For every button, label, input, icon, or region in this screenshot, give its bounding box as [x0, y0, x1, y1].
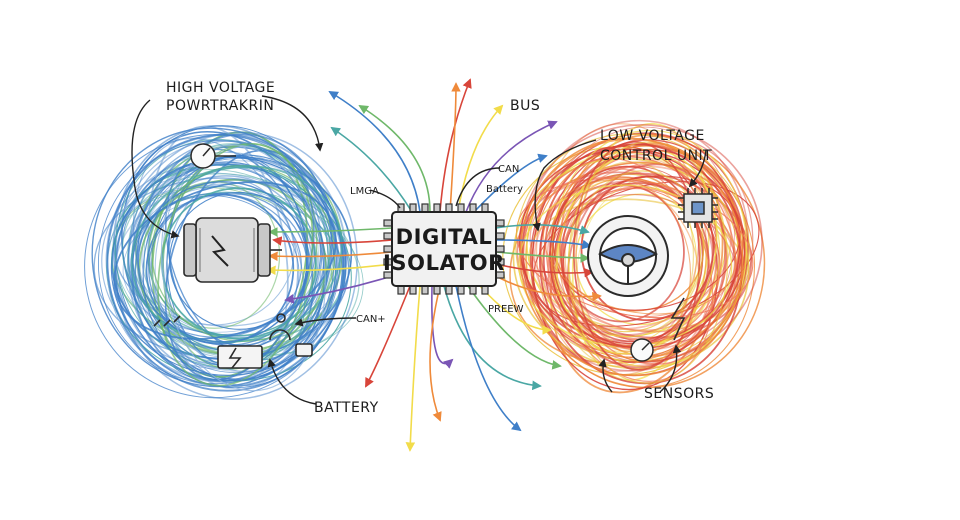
scribble-stroke	[142, 154, 339, 382]
scribble-stroke	[113, 181, 337, 340]
scribble-stroke	[128, 140, 323, 366]
low-voltage-label-line2: CONTROL UNIT	[600, 148, 712, 164]
sensors-label: SENSORS	[644, 386, 714, 402]
chip-pin	[495, 232, 505, 240]
signal-wire	[495, 251, 590, 263]
gauge-icon	[630, 338, 654, 362]
chip-pin	[409, 285, 417, 295]
signal-wire	[455, 285, 522, 432]
chip-pin	[495, 219, 505, 227]
scribble-stroke	[552, 149, 741, 349]
chip-pin	[421, 203, 429, 213]
high-voltage-label-line2: POWRTRAKRIN	[166, 98, 274, 114]
chip-pin	[397, 203, 405, 213]
lmga-label: LMGA	[350, 186, 379, 197]
preew-label: PREEW	[488, 304, 524, 315]
chip-pin	[383, 232, 393, 240]
can-plus-label: CAN+	[356, 314, 386, 325]
signal-wire	[284, 275, 393, 304]
isolator-label-line2: ISOLATOR	[383, 251, 505, 275]
digital-isolator-chip: DIGITAL ISOLATOR	[383, 203, 505, 295]
signal-wire	[495, 275, 602, 302]
signal-wire-bundle	[266, 78, 602, 452]
lightning-bolt-icon	[670, 297, 686, 341]
battery-label: BATTERY	[314, 400, 379, 416]
signal-wire	[449, 82, 461, 213]
battery-bolt-icon	[153, 313, 313, 369]
signal-wire	[439, 78, 472, 213]
signal-wire	[467, 285, 562, 370]
chip-pin	[481, 285, 489, 295]
scribble-stroke	[91, 127, 338, 388]
isolator-label-line1: DIGITAL	[396, 225, 493, 249]
scribble-stroke	[562, 182, 710, 343]
low-voltage-scribble-cloud	[502, 119, 766, 394]
chip-pin	[457, 285, 465, 295]
callout-leaders	[131, 95, 707, 405]
signal-wire	[405, 285, 421, 452]
signal-wire	[429, 285, 442, 422]
chip-pin	[433, 285, 441, 295]
signal-wire	[365, 285, 411, 388]
signal-wire	[431, 285, 454, 369]
chip-pin	[421, 285, 429, 295]
scribble-stroke	[529, 176, 738, 333]
signal-wire	[328, 91, 421, 213]
signal-wire	[465, 120, 558, 213]
steering-wheel-icon	[587, 215, 669, 297]
scribble-stroke	[567, 170, 705, 338]
scribble-stroke	[130, 165, 343, 343]
scribble-stroke	[141, 183, 295, 326]
scribble-stroke	[157, 142, 314, 387]
chip-pin	[397, 285, 405, 295]
scribble-stroke	[132, 137, 306, 387]
chip-pin	[409, 203, 417, 213]
chip-pin	[457, 203, 465, 213]
signal-wire	[495, 263, 594, 278]
can-label: CAN	[498, 164, 519, 175]
signal-wire	[272, 236, 393, 246]
high-voltage-scribble-cloud	[84, 124, 364, 400]
signal-wire	[495, 224, 590, 235]
scribble-stroke	[553, 193, 739, 345]
chip-pin	[469, 285, 477, 295]
signal-wire	[358, 104, 431, 213]
scribble-stroke	[161, 187, 317, 340]
scribble-stroke	[121, 173, 360, 357]
bus-label: BUS	[510, 98, 540, 114]
chip-pin	[383, 219, 393, 227]
scribble-stroke	[567, 141, 729, 384]
chip-pin	[433, 203, 441, 213]
signal-wire	[330, 126, 413, 213]
signal-wire	[457, 104, 504, 213]
signal-wire	[495, 239, 592, 250]
microchip-icon	[678, 188, 718, 228]
signal-wire	[266, 263, 393, 276]
chip-pin	[445, 203, 453, 213]
scribble-stroke	[519, 137, 744, 377]
signal-wire	[473, 153, 548, 213]
scribble-stroke	[169, 191, 310, 330]
battery-small-label: Battery	[486, 184, 523, 195]
scribble-stroke	[135, 158, 340, 374]
scribble-stroke	[106, 133, 345, 392]
chip-pin	[445, 285, 453, 295]
signal-wire	[443, 285, 542, 391]
scribble-stroke	[145, 193, 295, 345]
gauge-icon	[190, 143, 236, 169]
chip-pin	[481, 203, 489, 213]
high-voltage-label-line1: HIGH VOLTAGE	[166, 80, 275, 96]
scribble-stroke	[531, 126, 735, 372]
low-voltage-label-line1: LOW VOLTAGE	[600, 128, 705, 144]
chip-pin	[469, 203, 477, 213]
scribble-stroke	[137, 181, 308, 343]
signal-wire	[268, 227, 393, 237]
scribble-stroke	[151, 131, 308, 378]
electric-motor-icon	[183, 217, 282, 283]
signal-wire	[268, 251, 393, 262]
